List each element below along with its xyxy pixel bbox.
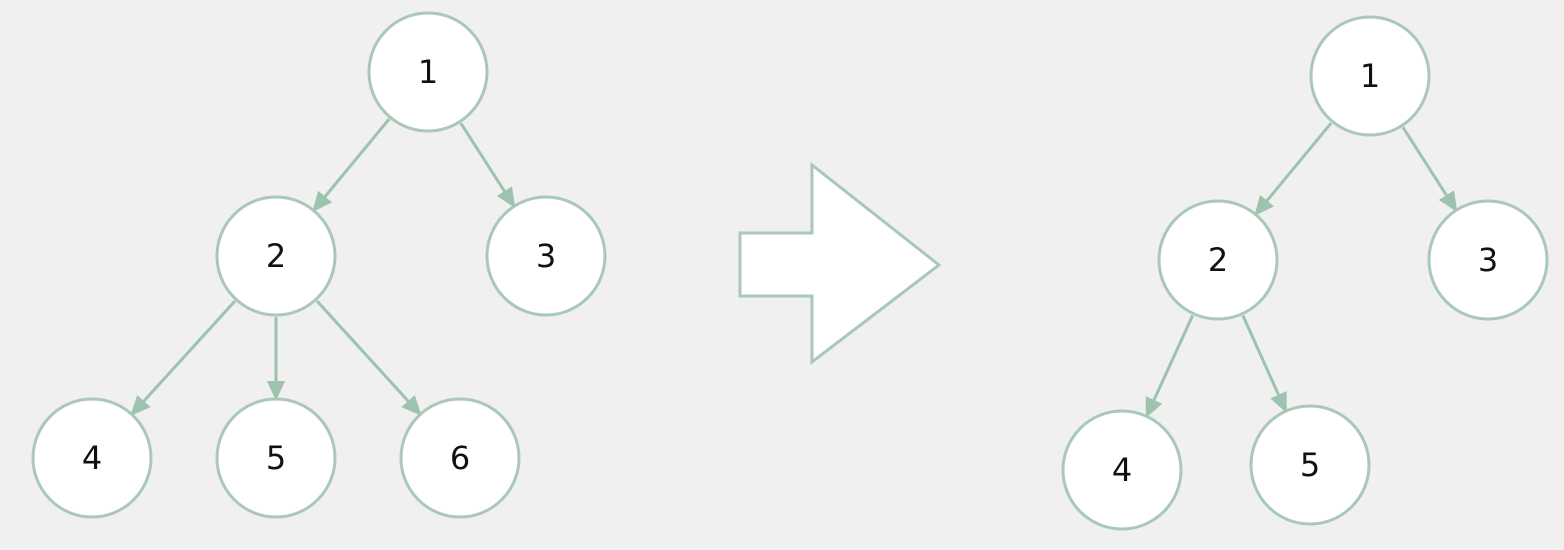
tree-node-b6: 6 [399, 397, 521, 519]
node-circle [1061, 409, 1183, 531]
arrowhead-icon [1145, 396, 1163, 419]
node-circle [1157, 199, 1279, 321]
tree-node-b2: 2 [215, 195, 337, 317]
tree-node-b4: 4 [31, 397, 153, 519]
tree-node-a1: 1 [1309, 15, 1431, 137]
node-label: 4 [82, 439, 102, 477]
edge-a2-a5 [1241, 315, 1287, 413]
edges-layer [130, 118, 1458, 419]
node-circle [367, 11, 489, 133]
node-label: 5 [266, 439, 286, 477]
arrowhead-icon [1438, 190, 1458, 213]
edge-a2-a4 [1145, 314, 1195, 419]
node-label: 5 [1300, 446, 1320, 484]
nodes-layer: 1 2 3 4 5 6 1 2 3 4 5 [31, 11, 1549, 531]
arrowhead-icon [312, 190, 332, 213]
edge-a1-a3 [1401, 126, 1458, 213]
arrowhead-icon [1270, 391, 1287, 413]
arrowhead-icon [267, 381, 285, 401]
edge-line [1241, 315, 1280, 396]
node-circle [215, 397, 337, 519]
node-circle [1309, 15, 1431, 137]
edge-line [459, 122, 506, 192]
node-circle [31, 397, 153, 519]
edge-line [323, 118, 391, 198]
node-label: 2 [1208, 241, 1228, 279]
arrowhead-icon [401, 395, 422, 416]
node-label: 4 [1112, 451, 1132, 489]
node-circle [485, 195, 607, 317]
node-label: 3 [1478, 241, 1498, 279]
node-circle [1249, 404, 1371, 526]
edge-line [1401, 126, 1448, 196]
node-circle [399, 397, 521, 519]
edge-b2-b6 [315, 300, 422, 416]
edge-b1-b3 [459, 122, 516, 209]
edge-line [1152, 314, 1195, 401]
node-label: 6 [450, 439, 470, 477]
edge-line [142, 300, 237, 403]
tree-node-b3: 3 [485, 195, 607, 317]
edge-line [315, 300, 410, 403]
edge-b1-b2 [312, 118, 391, 213]
right-arrow-icon [738, 161, 942, 366]
arrowhead-icon [130, 395, 151, 416]
edge-a1-a2 [1254, 122, 1333, 217]
node-label: 1 [418, 53, 438, 91]
node-label: 3 [536, 237, 556, 275]
node-label: 1 [1360, 57, 1380, 95]
arrowhead-icon [496, 186, 516, 209]
tree-node-a2: 2 [1157, 199, 1279, 321]
edge-line [1265, 122, 1333, 202]
tree-node-a5: 5 [1249, 404, 1371, 526]
tree-node-b5: 5 [215, 397, 337, 519]
tree-node-a4: 4 [1061, 409, 1183, 531]
edge-b2-b4 [130, 300, 237, 416]
node-circle [1427, 199, 1549, 321]
node-label: 2 [266, 237, 286, 275]
tree-node-a3: 3 [1427, 199, 1549, 321]
node-circle [215, 195, 337, 317]
tree-node-b1: 1 [367, 11, 489, 133]
edge-b2-b5 [267, 317, 285, 401]
arrowhead-icon [1254, 194, 1274, 217]
